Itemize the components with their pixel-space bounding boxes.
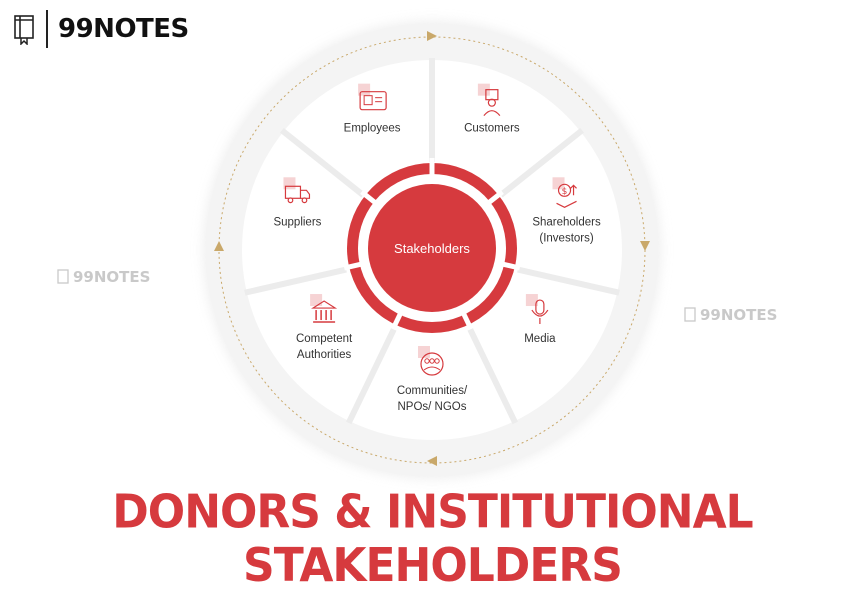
hub-circle: [368, 184, 496, 312]
segment-label: Employees: [344, 123, 401, 135]
hub-label: Stakeholders: [394, 241, 470, 256]
icon-accent: [552, 177, 565, 190]
orbit-arrow-icon: [427, 456, 437, 466]
segment-label: Suppliers: [273, 216, 321, 228]
id-badge-icon: [359, 91, 387, 111]
segment-divider: [498, 127, 584, 198]
page-title: DONORS & INSTITUTIONAL STAKEHOLDERS: [112, 485, 753, 593]
watermark: 99NOTES: [57, 268, 150, 286]
icon-accent: [418, 346, 430, 358]
icon-accent: [525, 294, 538, 307]
orbit-arrow-icon: [640, 241, 650, 251]
microphone-icon: [531, 299, 549, 325]
segment-suppliers: Suppliers: [273, 177, 322, 228]
government-building-icon: [311, 300, 338, 323]
customer-support-icon: [483, 89, 501, 117]
segment-label: Authorities: [297, 349, 352, 361]
book-icon: [684, 307, 696, 322]
segment-label: (Investors): [539, 232, 593, 244]
investment-hand-icon: $: [556, 183, 577, 208]
segment-label: Shareholders: [532, 216, 601, 228]
logo-divider: [46, 10, 48, 48]
segment-divider: [517, 266, 620, 296]
stakeholder-wheel-diagram: Stakeholders Customers $ Shareholders (Inve…: [204, 22, 660, 478]
orbit-arrow-icon: [427, 31, 437, 41]
icon-accent: [310, 294, 323, 307]
segment-shareholders: $ Shareholders (Investors): [532, 177, 601, 244]
delivery-truck-icon: [284, 185, 311, 204]
book-icon: [57, 269, 69, 284]
segment-label: Media: [524, 333, 556, 345]
segment-label: Competent: [296, 333, 353, 345]
segment-divider: [280, 127, 366, 198]
svg-text:$: $: [562, 187, 568, 197]
segment-label: NPOs/ NGOs: [397, 401, 466, 413]
segment-divider: [244, 266, 347, 296]
watermark: 99NOTES: [684, 306, 777, 324]
segment-label: Communities/: [397, 385, 468, 397]
community-group-icon: [420, 352, 444, 376]
brand-logo: 99NOTES: [12, 10, 189, 48]
segment-divider: [467, 327, 519, 425]
book-icon: [14, 15, 34, 45]
watermark-text: 99NOTES: [700, 306, 778, 324]
segment-label: Customers: [464, 123, 520, 135]
icon-accent: [477, 83, 490, 96]
icon-accent: [358, 83, 371, 96]
orbit-arrow-icon: [214, 241, 224, 251]
brand-name: 99NOTES: [58, 14, 189, 44]
segment-employees: Employees: [344, 83, 401, 135]
segment-media: Media: [524, 294, 556, 345]
segment-communities: Communities/NPOs/ NGOs: [397, 346, 468, 413]
segment-divider: [345, 327, 397, 425]
segment-customers: Customers: [464, 83, 520, 135]
watermark-text: 99NOTES: [73, 268, 151, 286]
